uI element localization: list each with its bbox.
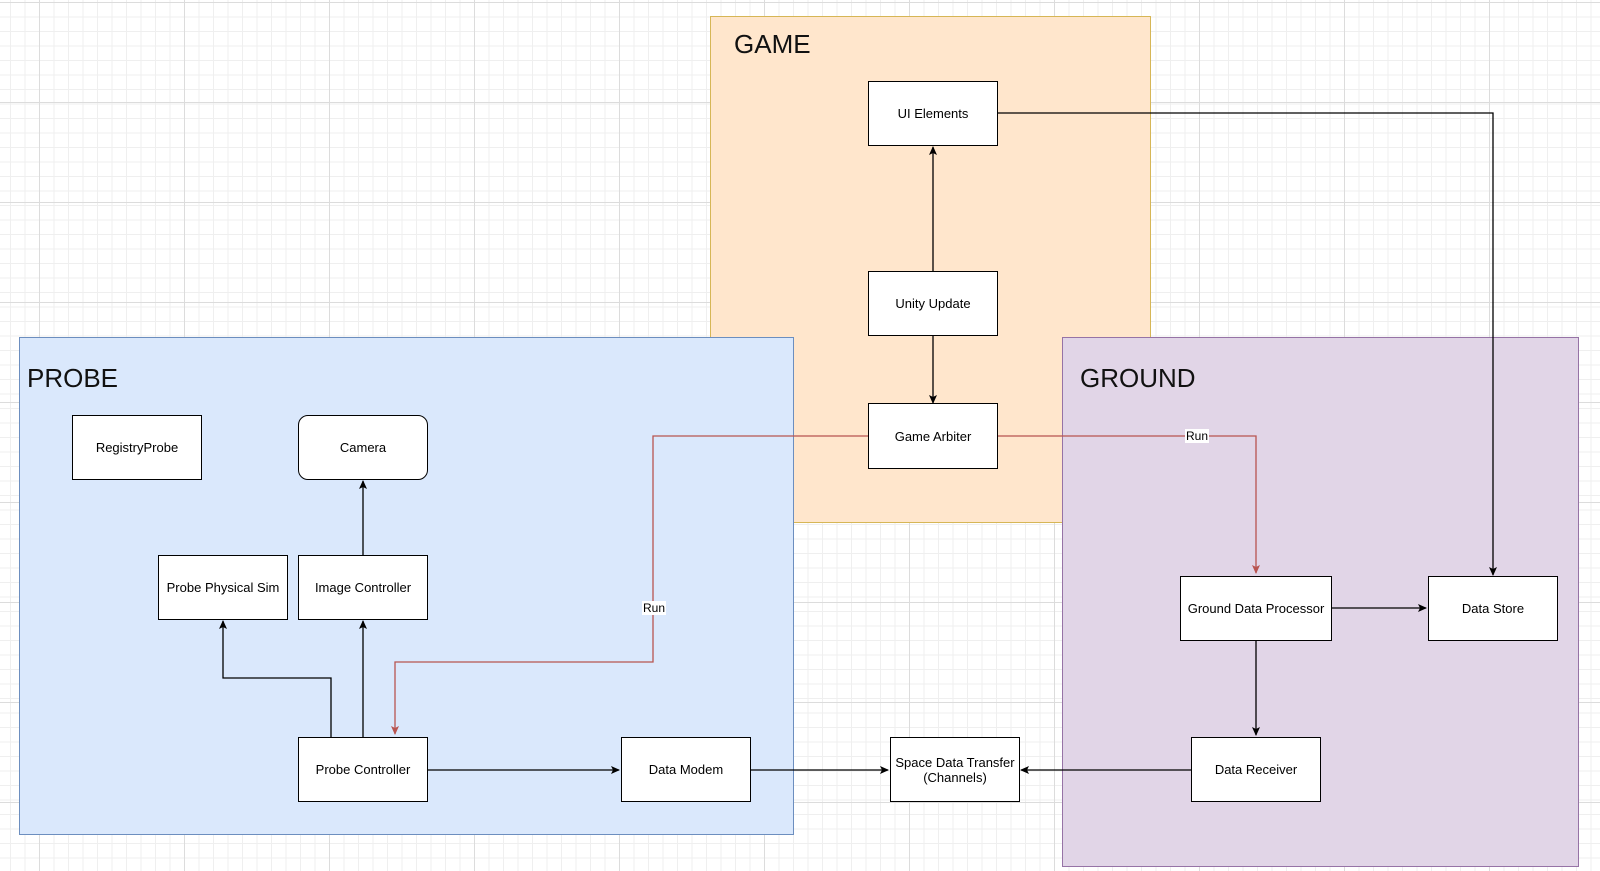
space-data-transfer-node[interactable]: Space Data Transfer (Channels) xyxy=(890,737,1020,802)
camera-node[interactable]: Camera xyxy=(298,415,428,480)
game-arbiter-node[interactable]: Game Arbiter xyxy=(868,403,998,469)
probe-controller-node[interactable]: Probe Controller xyxy=(298,737,428,802)
ground-data-processor-node[interactable]: Ground Data Processor xyxy=(1180,576,1332,641)
probe-title: PROBE xyxy=(27,363,119,393)
run-label-probe: Run xyxy=(642,601,667,615)
data-store-node[interactable]: Data Store xyxy=(1428,576,1558,641)
game-title: GAME xyxy=(734,29,811,59)
run-label-ground: Run xyxy=(1185,429,1210,443)
data-receiver-node[interactable]: Data Receiver xyxy=(1191,737,1321,802)
registry-probe-node[interactable]: RegistryProbe xyxy=(72,415,202,480)
image-controller-node[interactable]: Image Controller xyxy=(298,555,428,620)
data-modem-node[interactable]: Data Modem xyxy=(621,737,751,802)
ground-title: GROUND xyxy=(1080,363,1196,393)
probe-physical-sim-node[interactable]: Probe Physical Sim xyxy=(158,555,288,620)
unity-update-node[interactable]: Unity Update xyxy=(868,271,998,336)
ui-elements-node[interactable]: UI Elements xyxy=(868,81,998,146)
